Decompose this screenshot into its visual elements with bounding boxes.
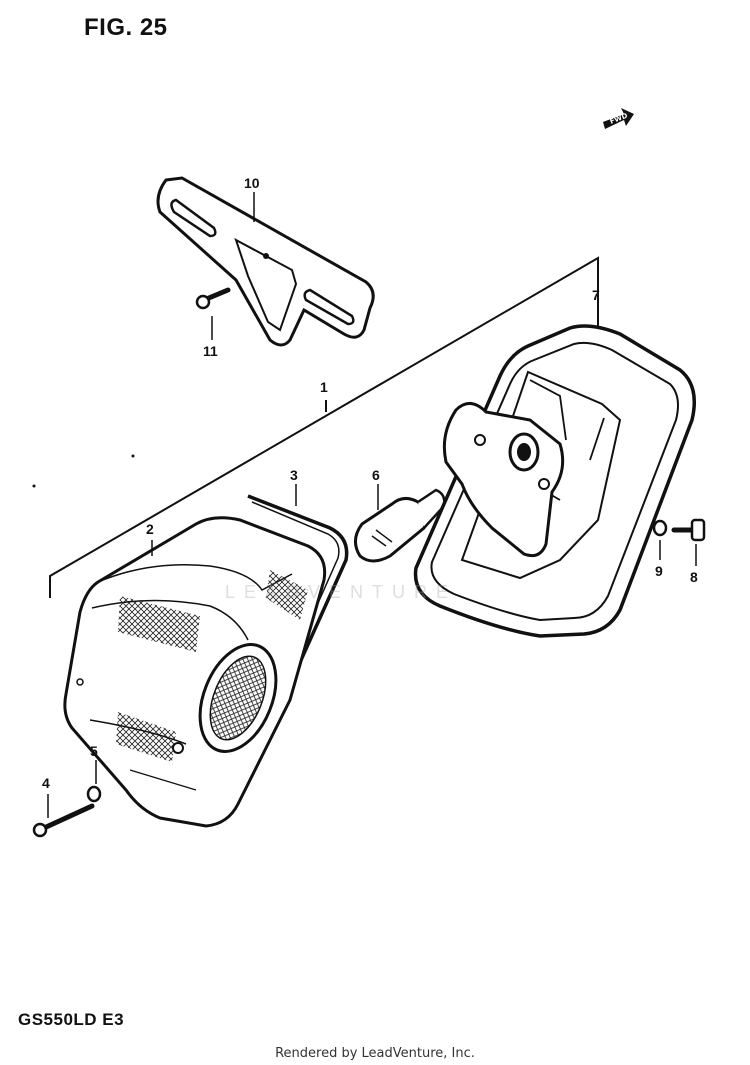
callout-4: 4 [42,775,50,791]
screw-part-11 [195,287,231,310]
watermark-text: LEADVENTURE [225,582,458,602]
callout-11: 11 [203,343,218,359]
screw-part-4 [32,803,95,838]
footer-credit: Rendered by LeadVenture, Inc. [275,1046,475,1061]
dot-mark [32,484,36,488]
screw-part-8 [671,518,706,542]
housing-part-7 [413,324,696,638]
license-bracket-part-10 [156,176,375,347]
callout-2: 2 [146,521,154,537]
model-code: GS550LD E3 [18,1010,125,1029]
washer-part-5 [86,785,102,803]
callout-6: 6 [372,467,380,483]
leader-lines [47,192,697,818]
callout-10: 10 [244,175,260,191]
callout-7: 7 [592,287,600,303]
lens-part-2 [63,516,327,828]
assembly-bracket-line [49,256,599,598]
dot-mark [131,454,135,458]
callout-5: 5 [90,743,98,759]
callout-3: 3 [290,467,298,483]
callout-9: 9 [655,563,663,579]
bulb-part-6 [354,488,446,563]
figure-title: FIG. 25 [84,14,168,41]
washer-part-9 [652,519,668,537]
forward-arrow-icon: FWD [603,108,634,129]
callout-8: 8 [690,569,698,585]
callout-1: 1 [320,379,328,395]
